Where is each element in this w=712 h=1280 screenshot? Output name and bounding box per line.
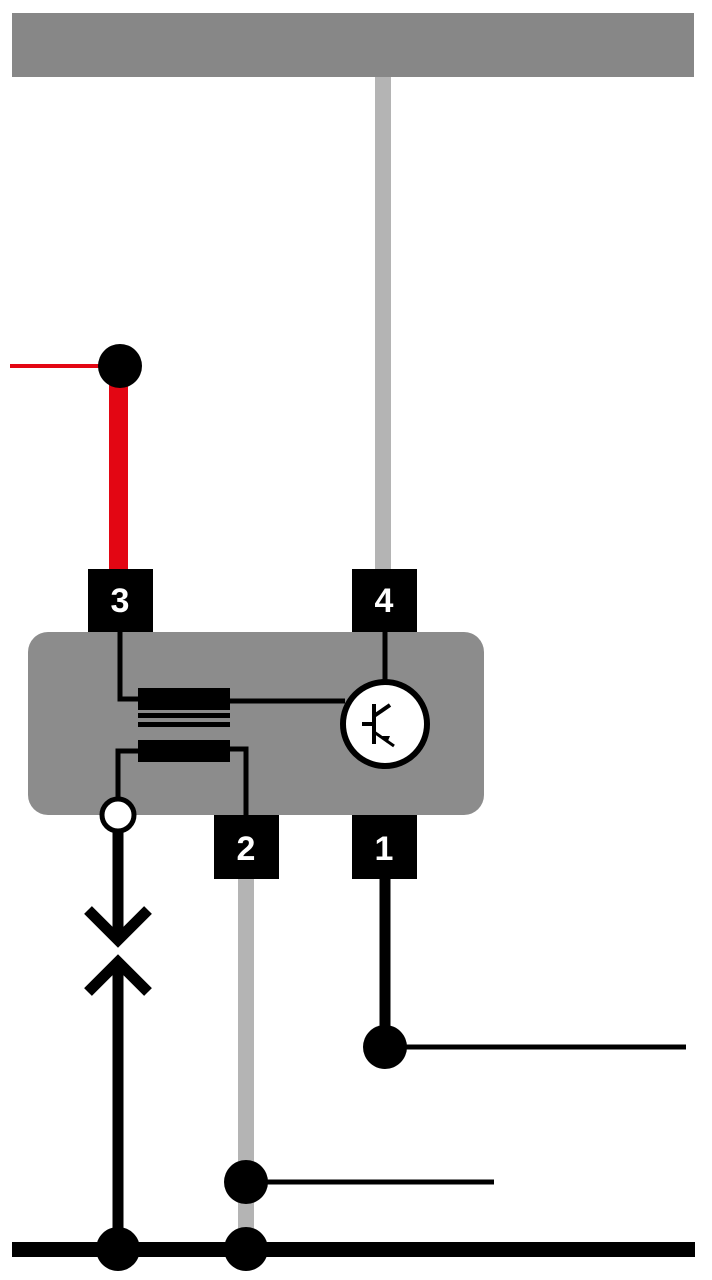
wire-top-to-pin4 [375, 77, 391, 569]
module-body [28, 632, 484, 815]
red-wire-to-pin3 [109, 375, 128, 571]
terminal-2-label: 2 [237, 830, 256, 868]
terminal-3-label: 3 [111, 582, 130, 620]
ground-junction-left [96, 1227, 140, 1271]
terminal-1: 1 [352, 815, 417, 879]
coil-icon [138, 688, 230, 762]
terminal-1-label: 1 [375, 830, 394, 868]
ground-rail [12, 1242, 695, 1257]
module-connector-ring [99, 796, 137, 834]
terminal-4: 4 [352, 569, 417, 632]
pin2-branch-dot [224, 1160, 268, 1204]
terminal-2: 2 [214, 815, 279, 879]
top-supply-bar [12, 13, 694, 77]
ground-junction-right [224, 1227, 268, 1271]
internal-wiring [115, 632, 388, 815]
terminal-4-label: 4 [375, 582, 394, 620]
plug-connector-icon [84, 831, 152, 1245]
pin1-branch-dot [363, 1025, 407, 1069]
npn-transistor-icon [340, 679, 430, 769]
wire-pin2-to-ground [238, 879, 254, 1247]
terminal-3: 3 [88, 569, 153, 632]
red-junction-dot [98, 344, 142, 388]
